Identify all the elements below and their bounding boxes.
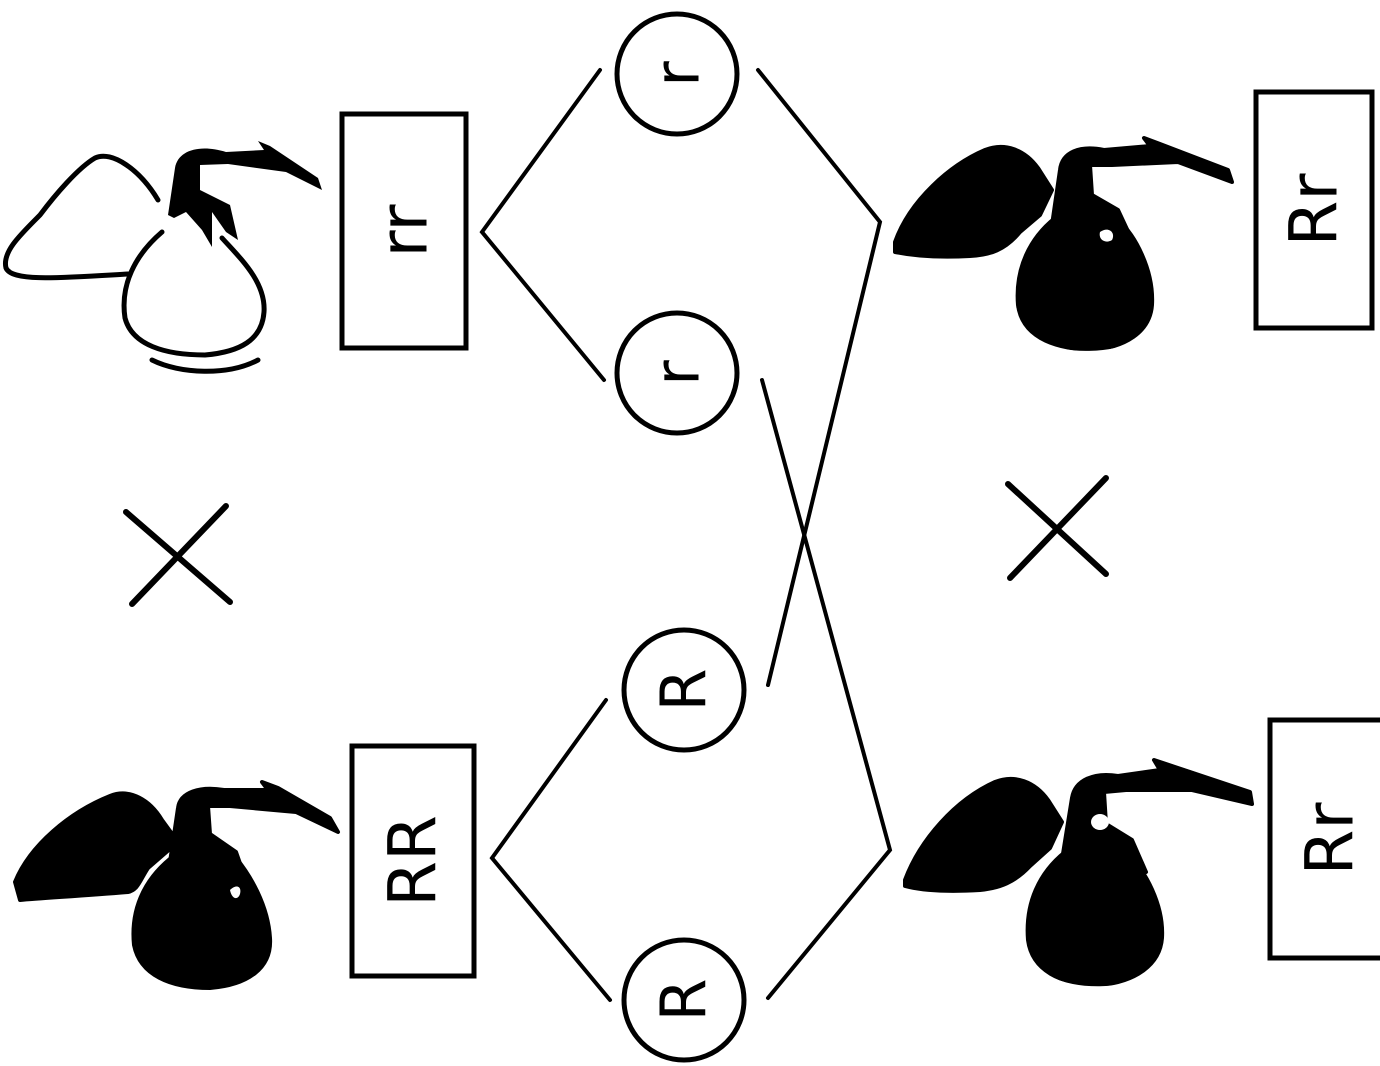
gamete-circle-1: r xyxy=(614,11,740,137)
offspring-black-fruit-icon-2 xyxy=(903,758,1254,991)
gamete-circle-3: R xyxy=(621,627,747,753)
connector-parent-white xyxy=(479,68,606,382)
offspring-black-fruit-icon-1 xyxy=(893,136,1234,355)
parent-white-genotype-label: rr xyxy=(366,204,443,258)
offspring-1-genotype-box: Rr xyxy=(1253,89,1375,331)
gamete-label-3: R xyxy=(648,668,721,711)
connector-offspring-2 xyxy=(760,378,893,1000)
parent-black-genotype-box: RR xyxy=(349,743,477,979)
cross-symbol-right xyxy=(1005,475,1109,581)
offspring-1-genotype-label: Rr xyxy=(1276,173,1353,247)
connector-parent-black xyxy=(489,698,612,1002)
gamete-circle-2: r xyxy=(614,310,740,436)
cross-symbol-left xyxy=(123,503,233,607)
parent-black-genotype-label: RR xyxy=(375,815,452,907)
offspring-2-genotype-label: Rr xyxy=(1292,802,1369,876)
parent-white-fruit-icon xyxy=(2,141,322,374)
connector-lines xyxy=(479,68,893,1002)
parent-black-fruit-icon xyxy=(13,780,340,1001)
gamete-circle-4: R xyxy=(621,937,747,1063)
gamete-label-2: r xyxy=(641,360,714,386)
offspring-2-genotype-box: Rr xyxy=(1267,717,1380,961)
parent-white-genotype-box: rr xyxy=(339,111,469,351)
gamete-label-1: r xyxy=(641,61,714,87)
connector-offspring-1 xyxy=(756,68,883,687)
gamete-label-4: R xyxy=(648,978,721,1021)
